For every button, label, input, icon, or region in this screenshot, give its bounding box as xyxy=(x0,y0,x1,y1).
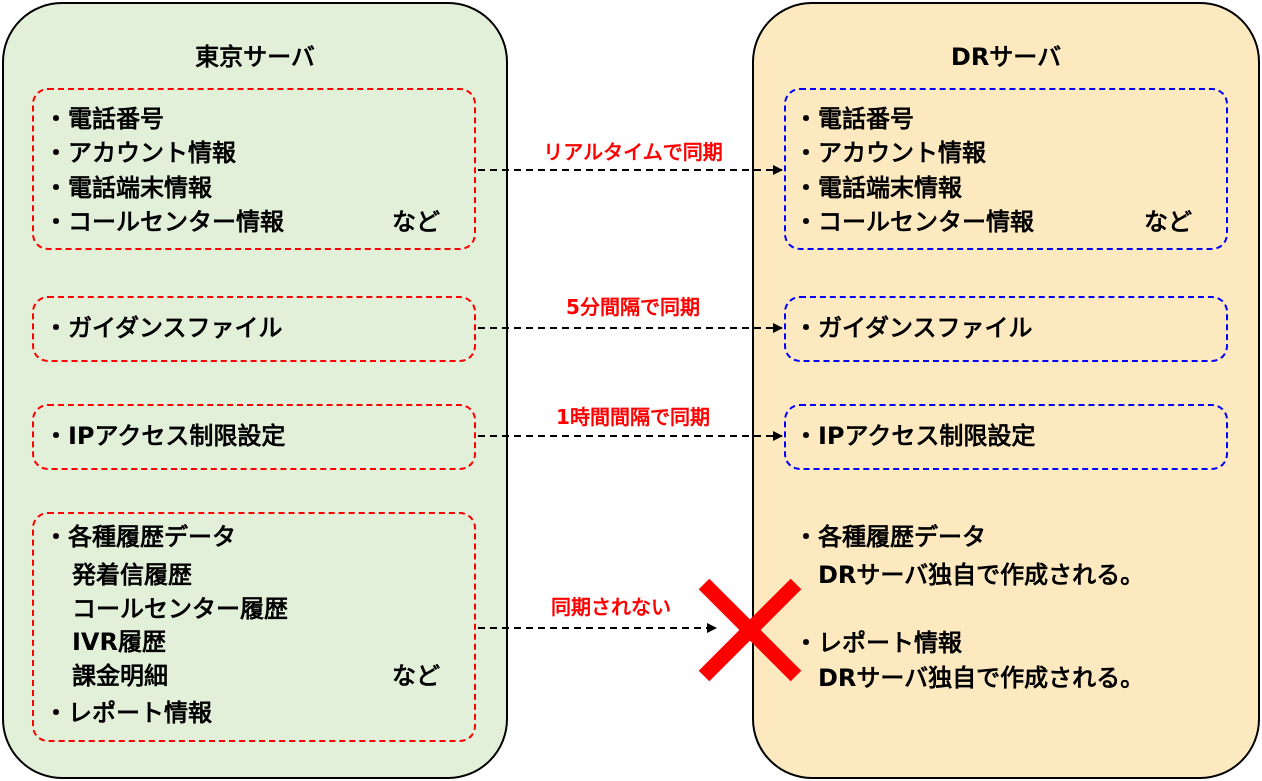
tokyo-history-item-call: 発着信履歴 xyxy=(72,561,192,589)
dr-basic-etc: など xyxy=(1144,208,1192,236)
tokyo-basic-item-phone: ・電話番号 xyxy=(44,105,164,133)
tokyo-history-item-callcenter: コールセンター履歴 xyxy=(72,595,288,623)
tokyo-guidance-box xyxy=(32,296,476,362)
sync-label-1hour: 1時間間隔で同期 xyxy=(556,405,710,429)
tokyo-history-box xyxy=(32,512,476,742)
tokyo-ip-restriction-item: ・IPアクセス制限設定 xyxy=(44,422,286,450)
tokyo-basic-item-account: ・アカウント情報 xyxy=(44,139,236,167)
dr-basic-item-account: ・アカウント情報 xyxy=(794,139,986,167)
tokyo-server-title: 東京サーバ xyxy=(195,43,315,71)
tokyo-guidance-item: ・ガイダンスファイル xyxy=(44,314,283,342)
tokyo-ip-restriction-box xyxy=(32,404,476,470)
tokyo-basic-item-terminal: ・電話端末情報 xyxy=(44,174,212,202)
tokyo-history-item-report: ・レポート情報 xyxy=(44,699,212,727)
dr-report-note-heading: ・レポート情報 xyxy=(794,629,962,657)
sync-label-none: 同期されない xyxy=(551,595,671,619)
tokyo-history-item-ivr: IVR履歴 xyxy=(72,628,166,656)
dr-history-note-heading: ・各種履歴データ xyxy=(794,523,986,551)
dr-ip-restriction-box xyxy=(784,404,1228,470)
tokyo-basic-item-callcenter: ・コールセンター情報 xyxy=(44,208,284,236)
dr-basic-item-callcenter: ・コールセンター情報 xyxy=(794,208,1034,236)
tokyo-history-item-billing: 課金明細 xyxy=(72,662,168,690)
dr-basic-item-terminal: ・電話端末情報 xyxy=(794,174,962,202)
tokyo-basic-etc: など xyxy=(392,208,440,236)
x-mark-icon xyxy=(698,578,802,682)
tokyo-history-item-heading: ・各種履歴データ xyxy=(44,523,236,551)
dr-report-note-body: DRサーバ独自で作成される。 xyxy=(818,664,1145,692)
dr-basic-item-phone: ・電話番号 xyxy=(794,105,914,133)
dr-guidance-box xyxy=(784,296,1228,362)
sync-label-5min: 5分間隔で同期 xyxy=(566,295,700,319)
dr-server-title: DRサーバ xyxy=(950,43,1062,71)
dr-history-note-body: DRサーバ独自で作成される。 xyxy=(818,561,1145,589)
tokyo-server-panel: 東京サーバ xyxy=(2,2,508,779)
dr-basic-info-box xyxy=(784,88,1228,250)
dr-guidance-item: ・ガイダンスファイル xyxy=(794,314,1033,342)
sync-label-realtime: リアルタイムで同期 xyxy=(543,140,723,164)
tokyo-history-etc: など xyxy=(392,662,440,690)
dr-ip-restriction-item: ・IPアクセス制限設定 xyxy=(794,422,1036,450)
dr-server-panel: DRサーバ xyxy=(752,2,1260,779)
tokyo-basic-info-box xyxy=(32,88,476,250)
